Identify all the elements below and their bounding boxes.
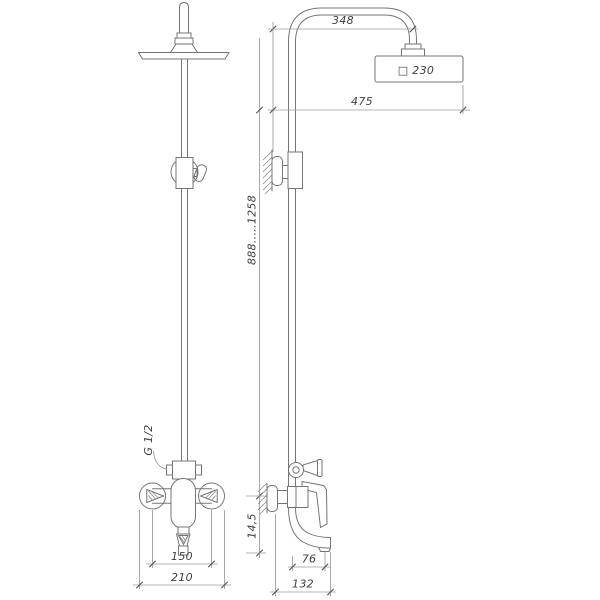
thread-size-label: G 1/2 [142,424,155,455]
diverter-hub-center [292,466,300,474]
front-adjuster-lever-stem [192,168,198,177]
front-collar-upper [176,32,192,39]
spout-aerator [318,547,331,552]
front-shower-head [137,52,230,60]
front-handle-left [139,482,166,510]
front-mixer-capsule [170,478,196,529]
mount-neck [277,490,288,504]
hatch-line [148,490,159,501]
dim-label-height-range: 888.....1258 [246,195,259,265]
front-head-cone [169,43,199,53]
front-view: G 1/2 150 [133,1,231,589]
upper-wall-bracket [262,149,303,195]
front-handle-right [198,482,225,510]
front-spout-neck [177,526,190,535]
dimension-height-range: 888.....1258 14,5 [246,38,268,558]
diverter-knob-cap [317,459,323,477]
g12-leader-line [153,450,167,470]
bracket-arm [282,165,289,179]
dim-label-76: 76 [302,553,317,566]
side-mixer-body [287,486,309,508]
mount-escutcheon [266,485,278,512]
side-view: □ 230 348 475 888.....1258 14,5 [246,7,470,596]
dim-label-348: 348 [332,14,354,27]
dim-label-150: 150 [171,550,193,563]
hatch-line [179,536,186,543]
diverter-hub [288,462,304,478]
gooseneck-arm [295,14,410,47]
dim-label-132: 132 [292,578,314,591]
front-union-tab-right [195,464,202,476]
side-diverter [288,459,323,478]
dimension-210: 210 [133,510,231,589]
dim-label-475: 475 [351,95,373,108]
front-collar-lower [174,37,194,45]
front-handle-cone-left [146,488,165,504]
front-handle-cone-right [199,488,218,504]
diverter-knob [302,459,318,477]
bracket-escutcheon [271,156,283,186]
front-spout-cone [177,535,189,546]
wall-hatching [257,482,268,515]
front-top-pipe [179,1,189,34]
front-adjuster-lever [193,164,207,182]
lower-wall-mount [257,482,288,515]
dim-label-spout-drop: 14,5 [246,513,259,539]
front-union-nut [172,460,196,480]
dim-label-210: 210 [171,571,193,584]
dimension-475: 475 [268,85,470,114]
side-shower-head [374,55,464,83]
head-connector-pipe [404,43,422,50]
dim-label-head-size: □ 230 [398,64,434,77]
hatch-line [205,490,216,501]
head-connector-nut [401,48,425,57]
bracket-slider-block [287,151,303,189]
dimension-132: 132 [270,514,336,596]
wall-hatching [262,150,273,195]
front-adjuster-body [175,157,194,189]
side-bath-spout [288,507,331,552]
dimension-76: 76 [288,552,330,571]
front-union-tab-left [166,464,173,476]
dimension-150: 150 [146,510,218,568]
